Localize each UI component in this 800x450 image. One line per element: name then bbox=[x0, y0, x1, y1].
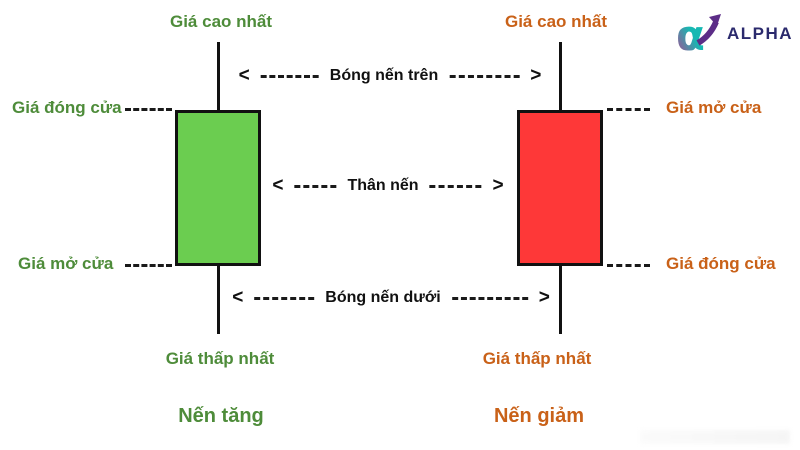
bearish-open-dashline bbox=[607, 108, 650, 111]
watermark-smudge bbox=[640, 430, 790, 444]
dashed-line bbox=[254, 296, 315, 300]
dashed-line bbox=[429, 184, 482, 188]
bearish-open-label: Giá mở cửa bbox=[666, 98, 762, 117]
dashed-line bbox=[449, 74, 520, 78]
arrow-left-icon: < bbox=[272, 174, 284, 196]
bullish-high-label: Giá cao nhất bbox=[169, 12, 273, 31]
bullish-lower-wick bbox=[217, 266, 220, 334]
bearish-close-label: Giá đóng cửa bbox=[666, 254, 776, 273]
alpha-logo: α ALPHA bbox=[676, 12, 793, 56]
alpha-glyph-icon: α bbox=[676, 12, 721, 56]
bearish-high-label: Giá cao nhất bbox=[504, 12, 608, 31]
bullish-close-label: Giá đóng cửa bbox=[12, 98, 122, 117]
dashed-line bbox=[451, 296, 528, 300]
bullish-upper-wick bbox=[217, 42, 220, 110]
alpha-logo-text: ALPHA bbox=[727, 24, 794, 43]
arrow-right-icon: > bbox=[492, 174, 504, 196]
bearish-lower-wick bbox=[559, 266, 562, 334]
upper-shadow-label: Bóng nến trên bbox=[329, 67, 439, 84]
arrow-right-icon: > bbox=[538, 286, 550, 308]
dashed-line bbox=[294, 184, 337, 188]
bullish-open-dashline bbox=[125, 264, 172, 267]
bullish-open-label: Giá mở cửa bbox=[18, 254, 114, 273]
bearish-caption: Nến giảm bbox=[493, 405, 585, 427]
dashed-line bbox=[260, 74, 319, 78]
bullish-low-label: Giá thấp nhất bbox=[165, 349, 275, 368]
bearish-upper-wick bbox=[559, 42, 562, 110]
bearish-close-dashline bbox=[607, 264, 650, 267]
arrow-left-icon: < bbox=[238, 64, 250, 86]
bullish-candle-body bbox=[175, 110, 261, 266]
bullish-close-dashline bbox=[125, 108, 172, 111]
upper-shadow-annotation: < Bóng nến trên > bbox=[238, 64, 542, 86]
body-label: Thân nến bbox=[347, 177, 419, 194]
lower-shadow-label: Bóng nến dưới bbox=[325, 289, 441, 306]
bullish-caption: Nến tăng bbox=[178, 405, 264, 427]
arrow-right-icon: > bbox=[530, 64, 542, 86]
bearish-low-label: Giá thấp nhất bbox=[482, 349, 592, 368]
body-annotation: < Thân nến > bbox=[272, 174, 504, 196]
svg-text:α: α bbox=[676, 12, 705, 56]
lower-shadow-annotation: < Bóng nến dưới > bbox=[232, 286, 550, 308]
bearish-candle-body bbox=[517, 110, 603, 266]
arrow-left-icon: < bbox=[232, 286, 244, 308]
